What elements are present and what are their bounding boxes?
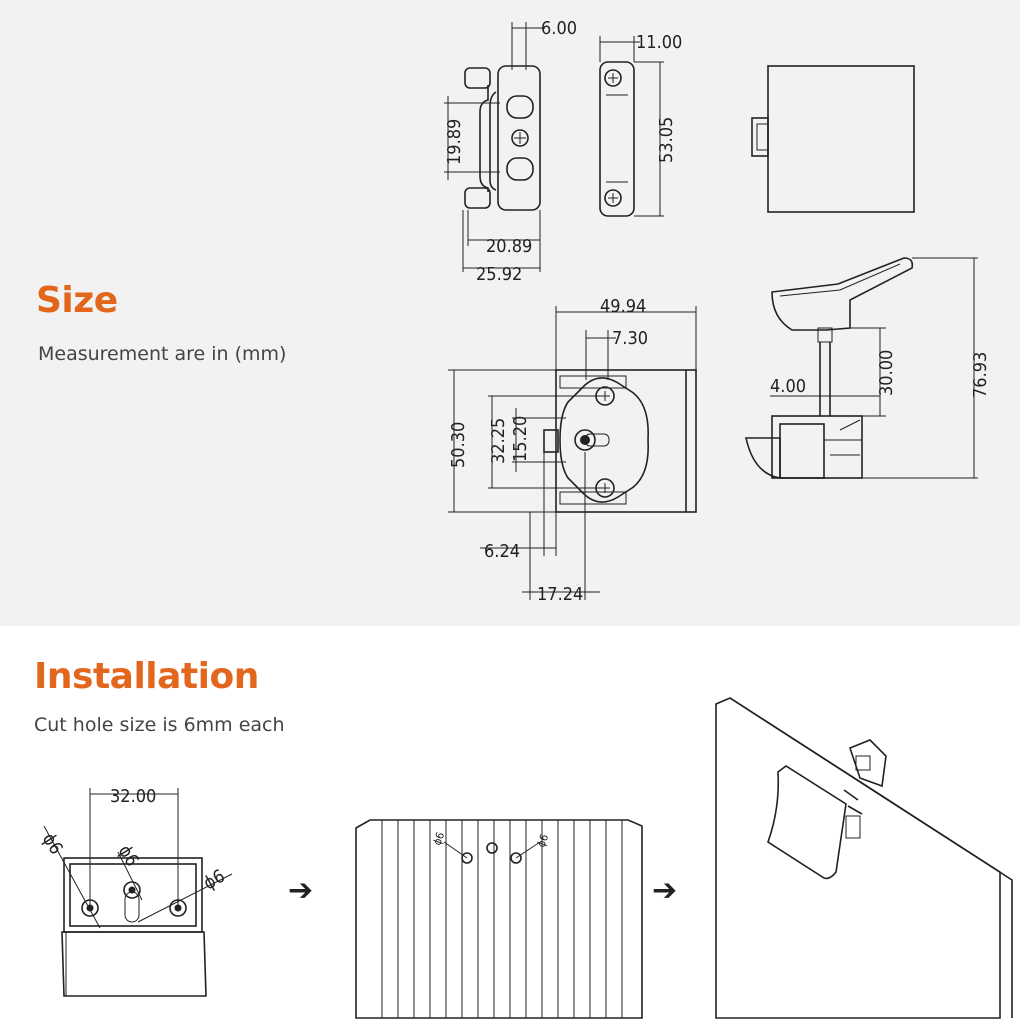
dimension-25-92: 25.92 <box>462 210 541 285</box>
dim-17-24-label: 17.24 <box>537 584 583 605</box>
wood-panel-drilled <box>355 819 643 1019</box>
hole-template-view <box>43 825 233 997</box>
dim-76-93-label: 76.93 <box>970 352 991 398</box>
arrow-icon: ➔ <box>652 873 677 908</box>
assembly-side-view <box>745 257 914 479</box>
dim-7-30-label: 7.30 <box>612 328 648 349</box>
panel-hole-label-right: ϕ6 <box>535 833 552 850</box>
dim-4-00-label: 4.00 <box>770 376 806 397</box>
size-subtitle: Measurement are in (mm) <box>38 343 287 365</box>
dim-6-00-label: 6.00 <box>541 18 577 39</box>
dimension-11-00: 11.00 <box>599 32 682 62</box>
dimension-30-00: 30.00 <box>850 327 897 417</box>
hole-diameter-label-right: ϕ6 <box>200 866 229 895</box>
dimension-32-00: 32.00 <box>89 786 179 908</box>
catch-front-view <box>543 369 697 513</box>
hole-diameter-label-left: ϕ6 <box>38 830 67 859</box>
dim-53-05-label: 53.05 <box>656 117 677 163</box>
dimension-20-89: 20.89 <box>467 210 541 257</box>
dim-32-00-label: 32.00 <box>110 786 156 807</box>
dimension-15-20: 15.20 <box>510 408 566 472</box>
dimension-6-24: 6.24 <box>480 452 557 562</box>
latch-side-view <box>599 61 635 217</box>
mounted-latch-panel <box>715 697 1013 1019</box>
dim-49-94-label: 49.94 <box>600 296 646 317</box>
latch-top-view <box>464 65 541 211</box>
dimension-4-00: 4.00 <box>770 376 880 397</box>
dimension-76-93: 76.93 <box>862 257 991 479</box>
arrow-icon: ➔ <box>288 873 313 908</box>
dim-25-92-label: 25.92 <box>476 264 522 285</box>
size-heading: Size <box>36 280 118 321</box>
dimension-6-00: 6.00 <box>511 18 577 70</box>
dimension-50-30: 50.30 <box>448 369 556 513</box>
dim-19-89-label: 19.89 <box>444 119 465 165</box>
door-panel-view <box>751 65 915 213</box>
dim-32-25-label: 32.25 <box>488 418 509 464</box>
dimension-53-05: 53.05 <box>634 61 677 217</box>
dimension-49-94: 49.94 <box>555 296 697 370</box>
installation-subtitle: Cut hole size is 6mm each <box>34 714 285 736</box>
hole-diameter-label-middle: ϕ6 <box>114 842 143 871</box>
dimension-19-89: 19.89 <box>444 96 500 180</box>
dim-6-24-label: 6.24 <box>484 541 520 562</box>
installation-heading: Installation <box>34 656 259 697</box>
panel-hole-label-left: ϕ6 <box>431 831 448 848</box>
dim-30-00-label: 30.00 <box>876 350 897 396</box>
dim-50-30-label: 50.30 <box>448 422 469 468</box>
dim-15-20-label: 15.20 <box>510 416 531 462</box>
dimension-7-30: 7.30 <box>585 328 648 380</box>
dim-11-00-label: 11.00 <box>636 32 682 53</box>
dim-20-89-label: 20.89 <box>486 236 532 257</box>
dimension-17-24: 17.24 <box>522 452 600 605</box>
